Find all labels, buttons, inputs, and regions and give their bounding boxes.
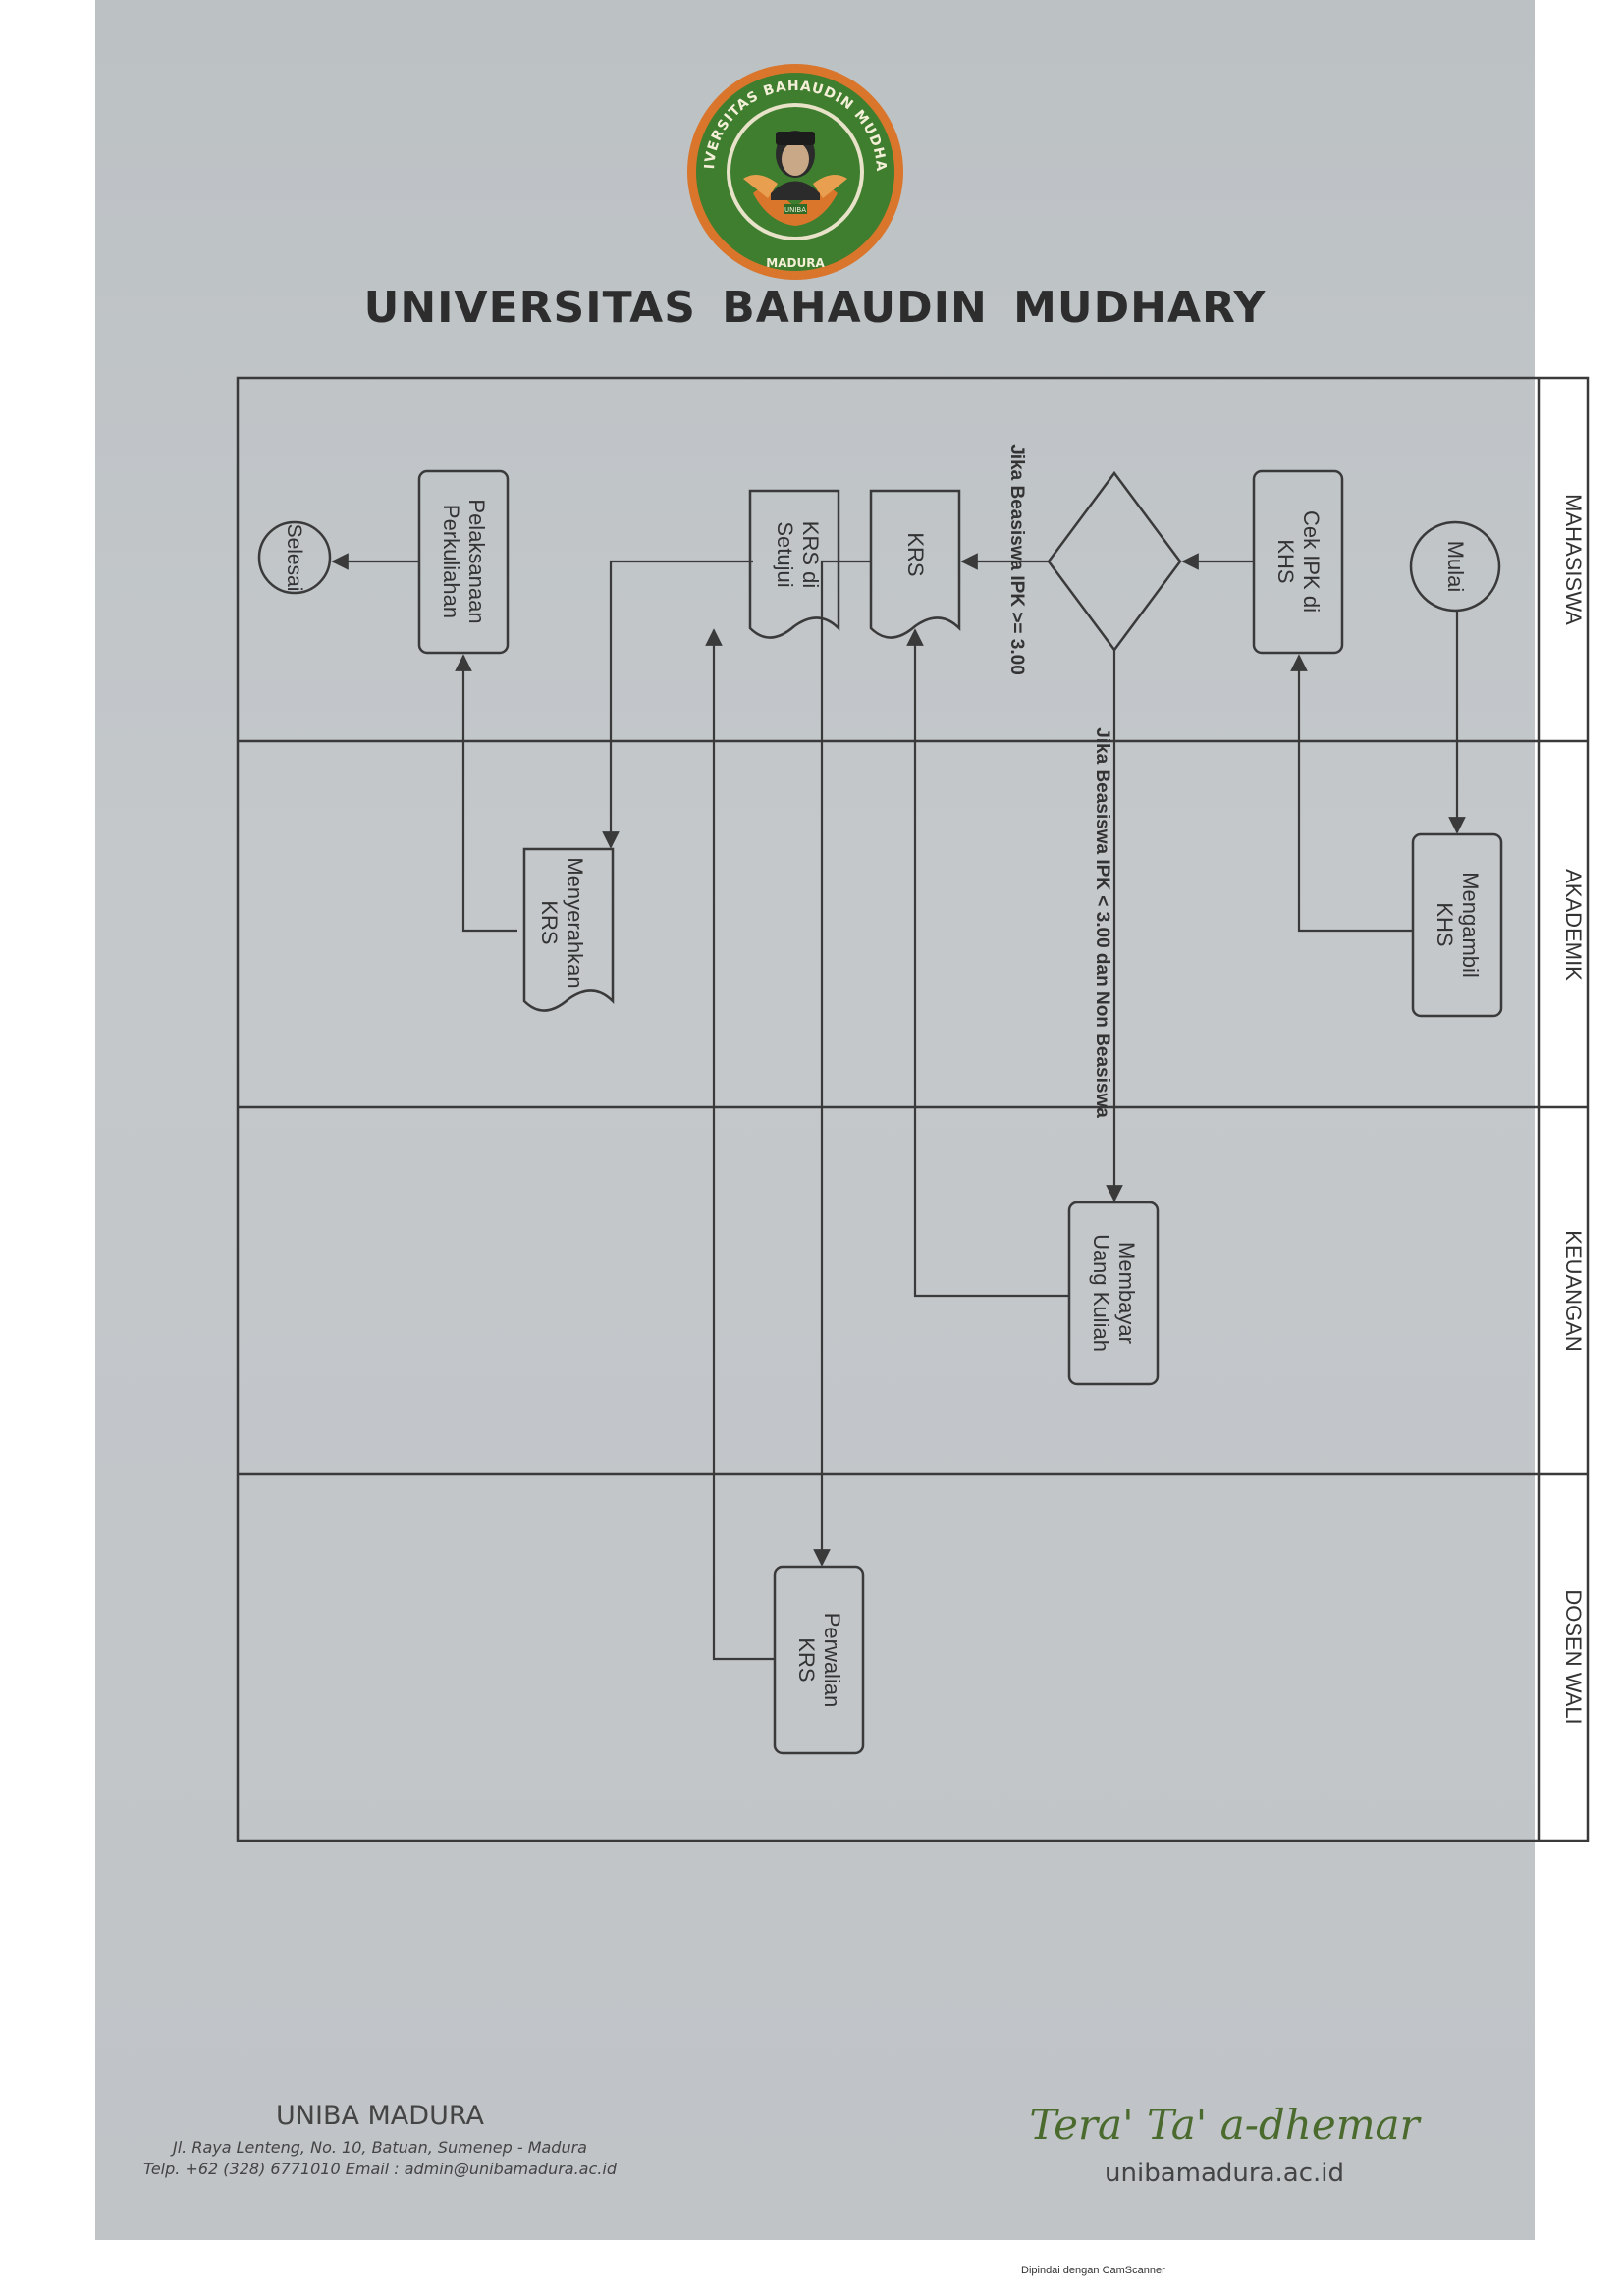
arrow-menyerahkan-pelaksanaan	[455, 654, 517, 933]
cek-ipk-label-2: KHS	[1273, 539, 1298, 583]
condition-beasiswa-low: Jika Beasiswa IPK < 3.00 dan Non Beasisw…	[1092, 727, 1112, 1118]
lane-keuangan: KEUANGAN	[1561, 1230, 1586, 1351]
membayar-label-2: Uang Kuliah	[1089, 1234, 1113, 1352]
university-logo: UNIVERSITAS BAHAUDIN MUDHARY MADURA UNIB…	[677, 49, 906, 283]
perwalian-label-1: Perwalian	[820, 1613, 844, 1708]
footer-contact: UNIBA MADURA Jl. Raya Lenteng, No. 10, B…	[105, 2101, 655, 2180]
flowchart: MAHASISWA AKADEMIK KEUANGAN DOSEN WALI	[236, 376, 1590, 1842]
footer-motto: Tera' Ta' a-dhemar	[1029, 2101, 1420, 2149]
membayar-box	[1067, 1201, 1160, 1386]
krs-label: KRS	[903, 532, 928, 576]
arrow-setuju-menyerahkan	[602, 560, 753, 849]
krs-document	[869, 489, 961, 639]
arrow-membayar-krs	[906, 628, 1069, 1298]
logo-bottom-text: MADURA	[766, 256, 825, 270]
mulai-label: Mulai	[1443, 541, 1468, 593]
decision-diamond	[1047, 470, 1182, 653]
lane-mahasiswa: MAHASISWA	[1561, 494, 1586, 625]
footer-address: Jl. Raya Lenteng, No. 10, Batuan, Sumene…	[173, 2138, 587, 2157]
footer-brand: Tera' Ta' a-dhemar unibamadura.ac.id	[1028, 2101, 1421, 2188]
krs-setuju-label-1: KRS di	[798, 521, 823, 588]
mengambil-label-2: KHS	[1433, 902, 1457, 946]
krs-setuju-document	[748, 489, 840, 639]
university-title: UNIVERSITAS BAHAUDIN MUDHARY	[363, 283, 1267, 333]
end-node	[257, 520, 332, 595]
arrow-perwalian-setuju	[705, 628, 775, 1661]
arrow-krs-perwalian	[813, 560, 871, 1567]
menyerahkan-label-1: Menyerahkan	[563, 857, 587, 988]
selesai-label: Selesai	[283, 524, 305, 592]
pelaksanaan-label-2: Perkuliahan	[439, 505, 463, 618]
menyerahkan-document	[522, 847, 615, 1012]
scanned-sheet: UNIVERSITAS BAHAUDIN MUDHARY MADURA UNIB…	[95, 0, 1590, 2240]
membayar-label-1: Membayar	[1114, 1242, 1139, 1344]
perwalian-label-2: KRS	[794, 1637, 819, 1682]
arrow-mengambil-cek	[1290, 654, 1413, 933]
menyerahkan-label-2: KRS	[537, 900, 562, 944]
scanner-watermark: Dipindai dengan CamScanner	[1021, 2265, 1165, 2276]
krs-setuju-label-2: Setujui	[773, 521, 797, 587]
condition-beasiswa-ok: Jika Beasiswa IPK >= 3.00	[1006, 444, 1027, 675]
start-node	[1409, 520, 1501, 613]
footer-website: unibamadura.ac.id	[1105, 2159, 1344, 2188]
footer-phone-email: Telp. +62 (328) 6771010 Email : admin@un…	[143, 2160, 617, 2178]
mengambil-khs-box	[1411, 832, 1503, 1018]
lane-akademik: AKADEMIK	[1561, 869, 1586, 981]
pelaksanaan-label-1: Pelaksanaan	[464, 499, 489, 623]
mengambil-label-1: Mengambil	[1458, 872, 1483, 978]
swimlane-frame	[236, 376, 1590, 1842]
logo-badge-text: UNIBA	[784, 206, 806, 214]
lane-dosen-wali: DOSEN WALI	[1561, 1589, 1586, 1724]
cek-ipk-label-1: Cek IPK di	[1299, 510, 1324, 613]
footer-org: UNIBA MADURA	[276, 2101, 484, 2131]
